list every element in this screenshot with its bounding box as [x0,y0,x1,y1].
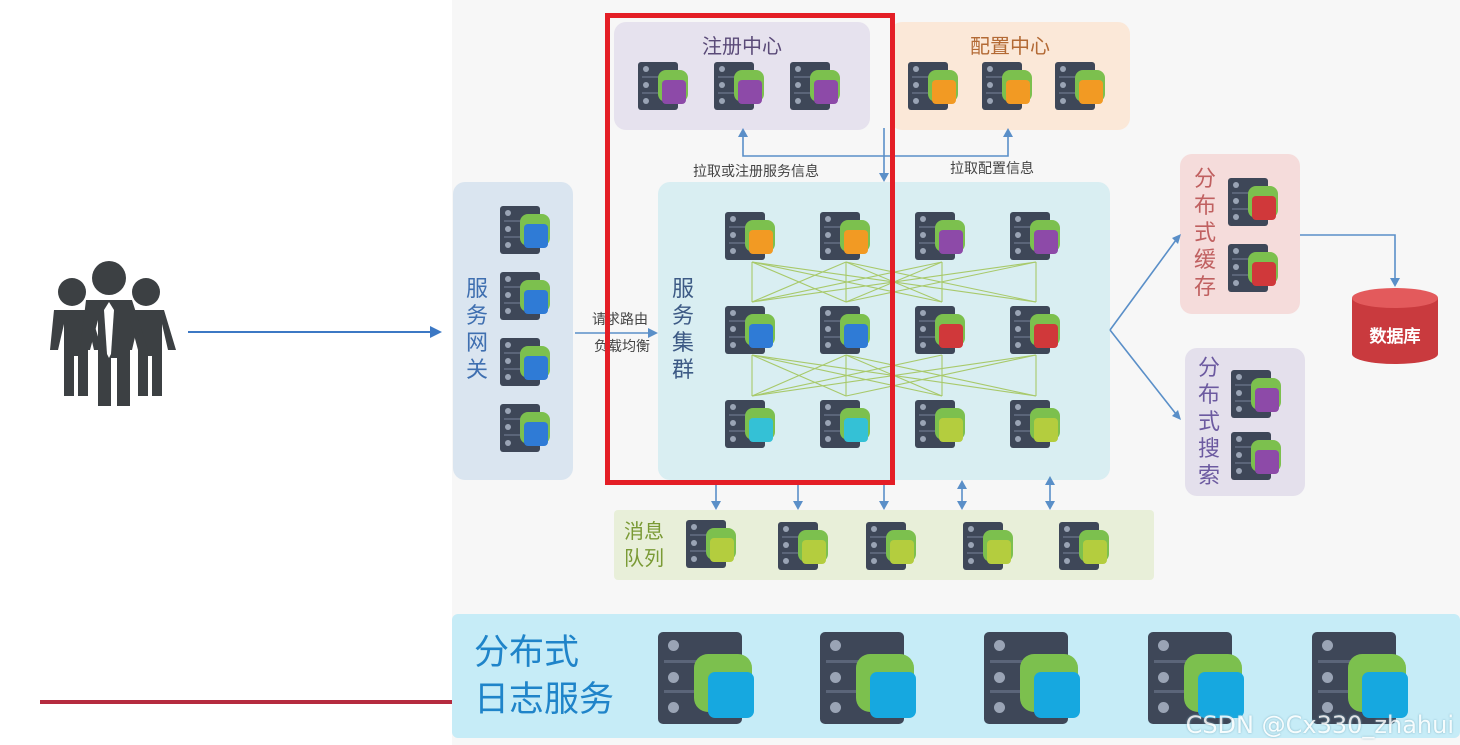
logs-label: 分布式 日志服务 [474,633,615,720]
gateway-server-icon [500,404,552,452]
database-label: 数据库 [1369,327,1421,347]
users-icon [50,261,176,406]
logs-panel [452,614,1460,738]
config-server-icon [982,62,1034,110]
log-server-icon [984,632,1082,724]
search-label: 分 布 式 搜 索 [1197,356,1220,489]
cache-to-db-line [1300,234,1396,280]
config-server-icon [908,62,960,110]
registry-server-icon [790,62,842,110]
service-server-icon [820,400,872,448]
gateway-server-icon [500,272,552,320]
service-server-icon [1010,306,1062,354]
left-pane [0,0,452,745]
mq-server-icon [963,522,1015,570]
log-server-icon [1312,632,1410,724]
service-server-icon [725,400,777,448]
log-server-icon [820,632,918,724]
log-server-icon [658,632,756,724]
service-server-icon [1010,400,1062,448]
config-title: 配置中心 [970,34,1050,58]
gateway-label: 服务 网关 [465,277,488,383]
cluster-label: 服务 集群 [671,277,694,383]
edge-label-pull-config: 拉取配置信息 [950,161,1034,177]
service-server-icon [915,400,967,448]
service-server-icon [820,306,872,354]
service-server-icon [1010,212,1062,260]
red-underline [40,700,452,704]
highlight-box [605,13,895,485]
cache-label: 分 布 式 缓 存 [1193,167,1216,300]
gateway-server-icon [500,338,552,386]
service-server-icon [725,212,777,260]
registry-title: 注册中心 [702,34,782,58]
mq-label: 消息 队列 [624,519,664,570]
watermark: CSDN @Cx330_zhahui [1185,711,1454,739]
service-server-icon [915,306,967,354]
service-server-icon [725,306,777,354]
gateway-server-icon [500,206,552,254]
search-server-icon [1231,370,1283,418]
mq-server-icon [686,520,738,568]
client-to-gateway-arrow [188,326,442,338]
log-server-icon [1148,632,1246,724]
mq-server-icon [866,522,918,570]
search-server-icon [1231,432,1283,480]
edge-label-pull-register: 拉取或注册服务信息 [693,164,819,180]
pull-bracket-line [742,135,1009,157]
cluster-to-cache-line [1109,239,1177,331]
service-server-icon [820,212,872,260]
registry-server-icon [714,62,766,110]
database-cylinder: 数据库 [1352,288,1438,370]
cache-server-icon [1228,244,1280,292]
config-server-icon [1055,62,1107,110]
cluster-to-search-line [1109,329,1177,415]
mq-server-icon [778,522,830,570]
service-server-icon [915,212,967,260]
cache-server-icon [1228,178,1280,226]
mq-server-icon [1059,522,1111,570]
registry-server-icon [638,62,690,110]
